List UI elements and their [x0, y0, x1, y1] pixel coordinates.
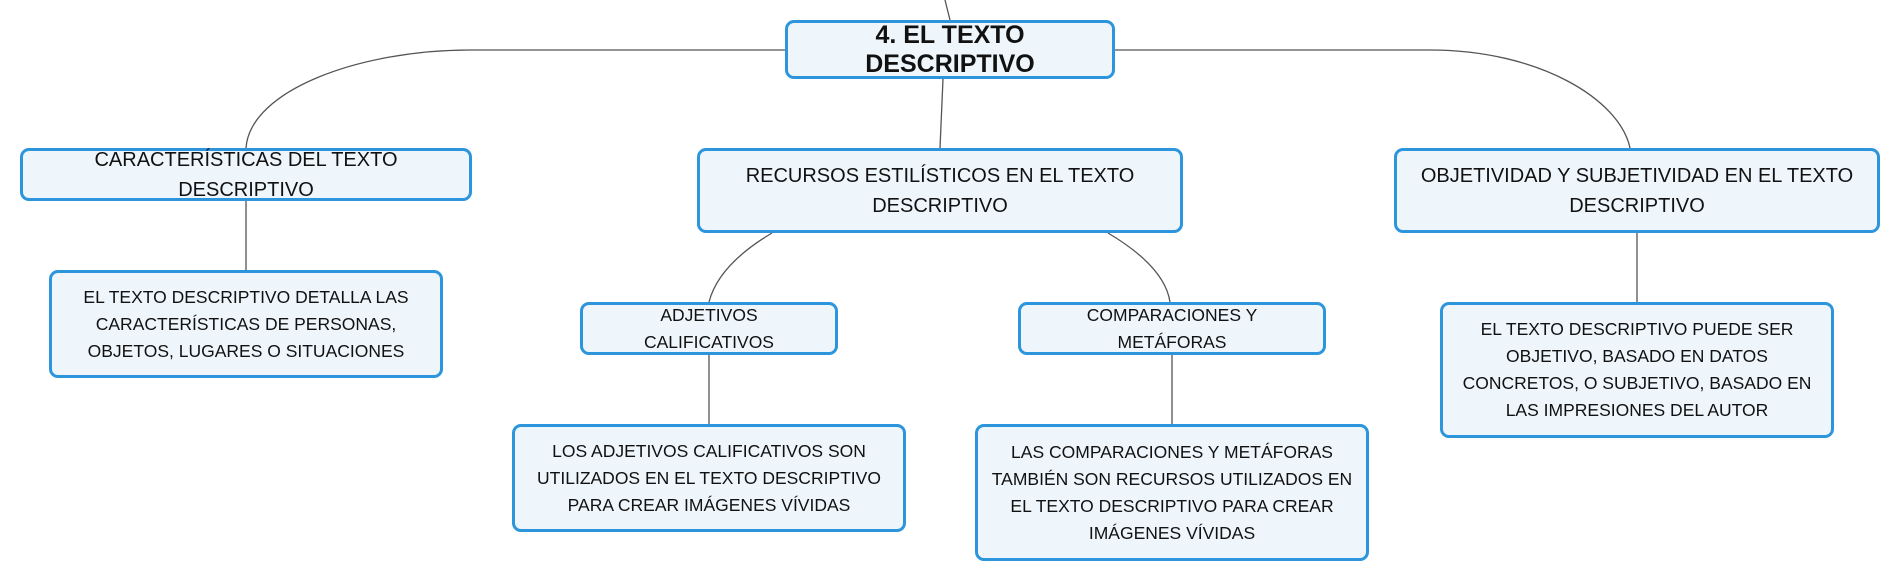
subtopic-adjetivos[interactable]: ADJETIVOS CALIFICATIVOS	[580, 302, 838, 355]
root-topic[interactable]: 4. EL TEXTO DESCRIPTIVO	[785, 20, 1115, 79]
subtopic-objetividad-detail-text: EL TEXTO DESCRIPTIVO PUEDE SER OBJETIVO,…	[1462, 319, 1812, 420]
subtopic-comparaciones-label: COMPARACIONES Y METÁFORAS	[1086, 304, 1258, 352]
connector-root-to-objetividad	[1115, 49, 1631, 149]
subtopic-comparaciones[interactable]: COMPARACIONES Y METÁFORAS	[1018, 302, 1326, 355]
subtopic-adjetivos-label: ADJETIVOS CALIFICATIVOS	[644, 304, 774, 352]
subtopic-comparaciones-detail-text: LAS COMPARACIONES Y METÁFORAS TAMBIÉN SO…	[991, 441, 1353, 543]
topic-recursos[interactable]: RECURSOS ESTILÍSTICOS EN EL TEXTO DESCRI…	[697, 148, 1183, 233]
topic-objetividad[interactable]: OBJETIVIDAD Y SUBJETIVIDAD EN EL TEXTO D…	[1394, 148, 1880, 233]
topic-caracteristicas[interactable]: CARACTERÍSTICAS DEL TEXTO DESCRIPTIVO	[20, 148, 472, 201]
topic-objetividad-label: OBJETIVIDAD Y SUBJETIVIDAD EN EL TEXTO D…	[1420, 164, 1854, 217]
connector-root-to-recursos	[939, 78, 944, 149]
topic-recursos-label: RECURSOS ESTILÍSTICOS EN EL TEXTO DESCRI…	[745, 164, 1135, 217]
subtopic-caracteristicas-detail[interactable]: EL TEXTO DESCRIPTIVO DETALLA LAS CARACTE…	[49, 270, 443, 378]
connector-recursos-to-adjetivos	[708, 232, 773, 303]
subtopic-adjetivos-detail-text: LOS ADJETIVOS CALIFICATIVOS SON UTILIZAD…	[537, 440, 881, 515]
subtopic-caracteristicas-detail-text: EL TEXTO DESCRIPTIVO DETALLA LAS CARACTE…	[83, 286, 409, 361]
subtopic-comparaciones-detail[interactable]: LAS COMPARACIONES Y METÁFORAS TAMBIÉN SO…	[975, 424, 1369, 561]
topic-caracteristicas-label: CARACTERÍSTICAS DEL TEXTO DESCRIPTIVO	[94, 148, 398, 201]
connector-recursos-to-comparaciones	[1107, 232, 1171, 303]
connector-top-offscreen	[944, 0, 951, 21]
root-topic-label: 4. EL TEXTO DESCRIPTIVO	[865, 20, 1035, 78]
subtopic-objetividad-detail[interactable]: EL TEXTO DESCRIPTIVO PUEDE SER OBJETIVO,…	[1440, 302, 1834, 438]
subtopic-adjetivos-detail[interactable]: LOS ADJETIVOS CALIFICATIVOS SON UTILIZAD…	[512, 424, 906, 532]
connector-root-to-caracteristicas	[245, 49, 785, 149]
